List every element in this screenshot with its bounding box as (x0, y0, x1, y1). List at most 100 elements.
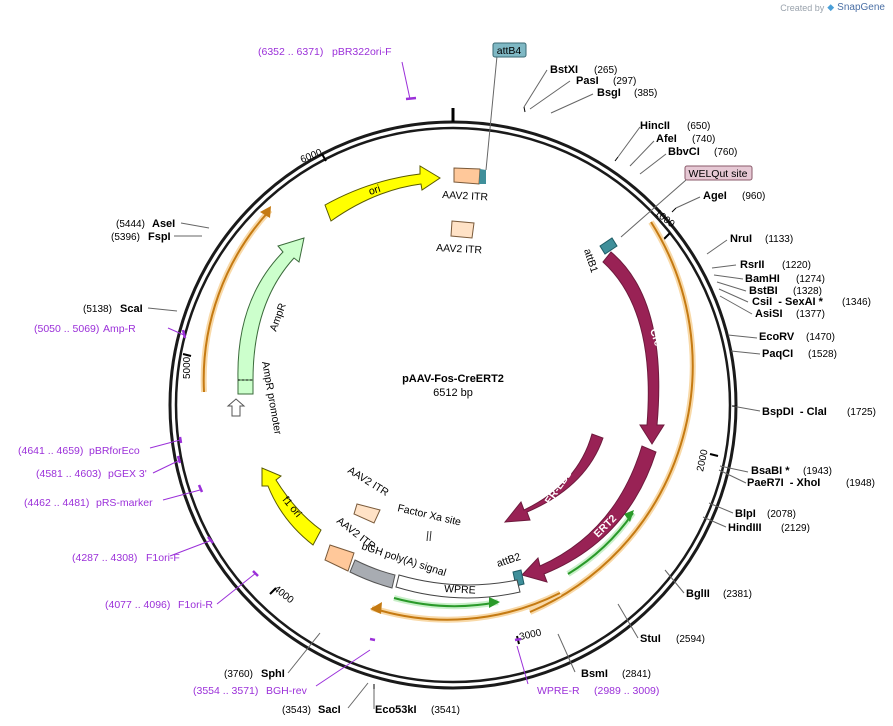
enzyme-paer7i-xhoi-pos: (1948) (846, 478, 875, 489)
orange-arrowhead-left (260, 206, 271, 218)
wpre-label: WPRE (444, 583, 476, 597)
orange-arc-right (528, 220, 696, 615)
enzyme-rsrii-pos: (1220) (782, 260, 811, 271)
primer-pgex-pos: (4581 .. 4603) (36, 468, 101, 480)
enzyme-hincii-pos: (650) (687, 121, 710, 132)
primer-mark-wpre (514, 637, 522, 642)
enzyme-eco53ki: Eco53kI (375, 704, 417, 716)
tick-6000 (321, 153, 327, 162)
enzyme-asei: AseI (152, 218, 175, 230)
enzyme-bspdi-clai: BspDI - ClaI (762, 406, 827, 418)
enzyme-bsmi: BsmI (581, 668, 608, 680)
enzyme-nrui-pos: (1133) (765, 234, 793, 245)
primer-f1orif-pos: (4287 .. 4308) (72, 552, 137, 564)
orange-arc-right-core (529, 221, 694, 613)
enzyme-ecorv: EcoRV (759, 331, 795, 343)
ampr-promoter-arrow (226, 398, 246, 417)
plasmid-name: pAAV-Fos-CreERT2 (402, 373, 504, 385)
enzyme-saci: SacI (318, 704, 341, 716)
enzyme-asei-pos: (5444) (116, 219, 145, 230)
primer-ampr-pos: (5050 .. 5069) (34, 323, 99, 335)
primer-leaders (149, 61, 529, 687)
enzyme-leader-lines (147, 69, 761, 709)
enzyme-rsrii: RsrII (740, 259, 764, 271)
backbone-inner-circle (174, 126, 732, 684)
primer-mark-bgh (369, 637, 376, 642)
primer-mark-f1orif (207, 536, 214, 544)
enzyme-stui-pos: (2594) (676, 634, 705, 645)
enzyme-saci-pos: (3543) (282, 705, 311, 716)
enzyme-cut-marks (373, 106, 737, 689)
enzyme-agei: AgeI (703, 190, 727, 202)
enzyme-afei: AfeI (656, 133, 677, 145)
orange-arc-bottom-core (371, 592, 561, 621)
enzyme-scai-pos: (5138) (83, 304, 112, 315)
bgh-polya-feature (349, 559, 396, 589)
ori-feature (324, 165, 441, 222)
aav2-itr-top-end (479, 169, 486, 184)
enzyme-csii-sexai-pos: (1346) (842, 297, 871, 308)
enzyme-fspi: FspI (148, 231, 171, 243)
ampr-label: AmpR (268, 301, 289, 333)
enzyme-agei-pos: (960) (742, 191, 765, 202)
enzyme-blpi: BlpI (735, 508, 756, 520)
scale-ticks (182, 153, 719, 645)
primer-wpre: WPRE-R (537, 685, 580, 697)
tick-1000 (663, 232, 671, 240)
welqut-leader (620, 179, 687, 238)
green-arc-bottom-core (393, 597, 499, 608)
tick-label-4000: 4000 (271, 584, 296, 607)
ampr-promoter-box (237, 379, 254, 395)
enzyme-hindiii-pos: (2129) (781, 523, 810, 534)
tick-4000 (269, 587, 277, 595)
primer-f1orif: F1ori-F (146, 552, 180, 564)
primer-bgh-pos: (3554 .. 3571) (193, 685, 258, 697)
factor-xa-mark-1 (426, 530, 429, 542)
aav2-itr-top-feature (453, 167, 481, 185)
primer-f1orir: F1ori-R (178, 599, 213, 611)
enzyme-asisi: AsiSI (755, 308, 783, 320)
primer-ampr: Amp-R (103, 323, 136, 335)
green-arrowhead-bottom (489, 597, 500, 608)
ampr-promoter-label: AmpR promoter (259, 360, 284, 436)
enzyme-sphi: SphI (261, 668, 285, 680)
snapgene-logo-icon: ◆ (827, 2, 835, 12)
er-lbd-label: ER-LBD (543, 467, 576, 507)
enzyme-asisi-pos: (1377) (796, 309, 825, 320)
enzyme-bamhi: BamHI (745, 273, 780, 285)
enzyme-bsgi-pos: (385) (634, 88, 657, 99)
credit-brand: SnapGene (837, 2, 885, 13)
primer-pbr322ori-pos: (6352 .. 6371) (258, 46, 323, 58)
plasmid-size: 6512 bp (433, 387, 473, 399)
enzyme-sphi-pos: (3760) (224, 669, 253, 680)
primer-pbrforeco-pos: (4641 .. 4659) (18, 445, 83, 457)
wpre-feature (395, 574, 521, 599)
attb4-label: attB4 (497, 45, 522, 57)
factor-xa-mark-2 (429, 530, 432, 542)
enzyme-bspdi-clai-pos: (1725) (847, 407, 876, 418)
primer-mark-pgex (176, 455, 182, 464)
aav2-itr-bottom2-label: AAV2 ITR (345, 464, 391, 499)
primer-mark-pbr322ori (405, 96, 417, 101)
f1-ori-feature (261, 467, 322, 546)
ampr-feature (237, 237, 305, 381)
aav2-itr-bottom2-feature (353, 503, 381, 524)
primer-mark-prs (197, 484, 204, 493)
welqut-badge (684, 165, 753, 181)
ori-label: ori (367, 183, 382, 198)
enzyme-bsmi-pos: (2841) (622, 669, 651, 680)
enzyme-bsabi: BsaBI * (751, 465, 790, 477)
enzyme-pasi-pos: (297) (613, 76, 636, 87)
enzyme-paqci-pos: (1528) (808, 349, 837, 360)
enzyme-scai: ScaI (120, 303, 143, 315)
primer-bgh: BGH-rev (266, 685, 308, 697)
enzyme-stui: StuI (640, 633, 661, 645)
enzyme-bbvci-pos: (760) (714, 147, 737, 158)
enzyme-bglii-pos: (2381) (723, 589, 752, 600)
aav2-itr-top-label: AAV2 ITR (442, 189, 489, 203)
enzyme-bsabi-pos: (1943) (803, 466, 832, 477)
enzyme-hincii: HincII (640, 120, 670, 132)
primer-prs: pRS-marker (96, 497, 153, 509)
primer-pbrforeco: pBRforEco (89, 445, 140, 457)
